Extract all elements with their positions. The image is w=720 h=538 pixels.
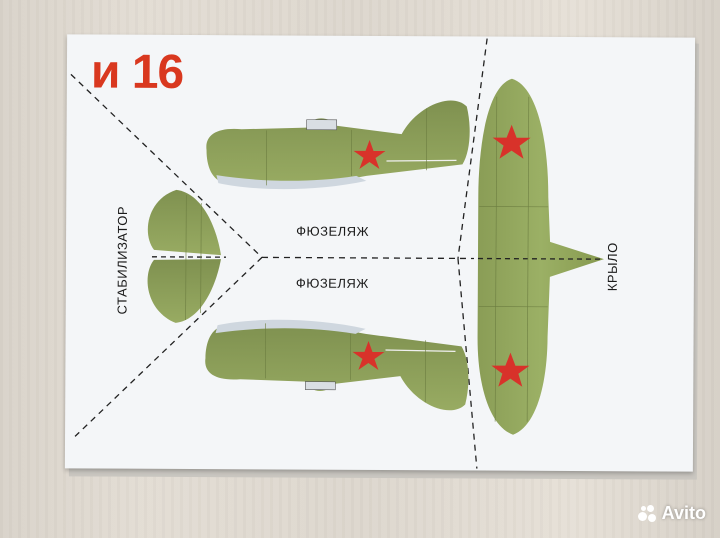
cut-lines xyxy=(70,38,488,469)
label-fuselage-bottom: ФЮЗЕЛЯЖ xyxy=(295,275,369,291)
wing-part xyxy=(477,78,604,435)
stabilizer-part xyxy=(147,189,226,323)
avito-logo-icon xyxy=(637,504,658,524)
watermark-text: Avito xyxy=(661,503,706,523)
model-cutout-art xyxy=(70,38,604,469)
model-title: и 16 xyxy=(90,45,184,99)
label-fuselage-top: ФЮЗЕЛЯЖ xyxy=(296,223,370,239)
fuselage-top-part xyxy=(206,100,470,190)
paper-model-card: и 16 СТАБИЛИЗАТОР ФЮЗЕЛЯЖ ФЮЗЕЛЯЖ КРЫЛО xyxy=(64,34,696,472)
avito-watermark: Avito xyxy=(637,503,706,524)
label-wing: КРЫЛО xyxy=(604,242,621,292)
label-stabilizer: СТАБИЛИЗАТОР xyxy=(114,205,131,315)
fuselage-bottom-part xyxy=(205,319,469,411)
